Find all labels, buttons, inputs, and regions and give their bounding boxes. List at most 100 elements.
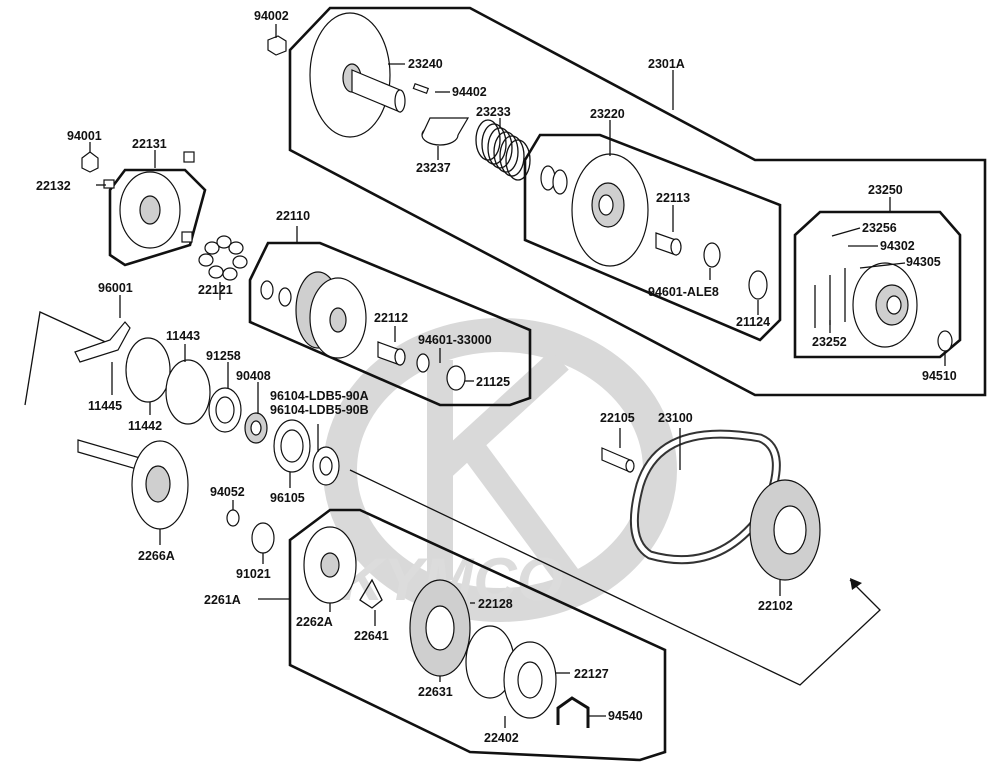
nut-94052 <box>226 509 240 527</box>
parts <box>74 12 953 728</box>
slider-top <box>183 151 195 163</box>
label-94601-33000: 94601-33000 <box>418 333 492 347</box>
slider-22132 <box>103 179 115 189</box>
ramp-plate-hub <box>139 195 161 225</box>
label-94305: 94305 <box>906 255 941 269</box>
shaft-guide-line <box>24 311 113 406</box>
label-94601-ALE8: 94601-ALE8 <box>648 285 719 299</box>
label-96105: 96105 <box>270 491 305 505</box>
nut-91021 <box>251 522 275 554</box>
label-21124: 21124 <box>736 315 770 329</box>
bushing-end <box>670 238 682 256</box>
washer-a <box>260 280 274 300</box>
nut-94002 <box>267 35 287 56</box>
bearing-96104-bore <box>319 456 333 476</box>
rollers-22121 <box>198 235 248 281</box>
gasket-11443 <box>165 359 211 425</box>
label-23233: 23233 <box>476 105 511 119</box>
label-96104-LDB5-90A: 96104-LDB5-90A <box>270 389 369 403</box>
circlip-b <box>552 169 568 195</box>
group-2261A <box>288 508 667 762</box>
bearing-90408-bore <box>250 420 262 436</box>
label-22105: 22105 <box>600 411 635 425</box>
spring-22641 <box>359 578 383 609</box>
label-23252: 23252 <box>812 335 847 349</box>
oring-21125 <box>446 365 466 391</box>
label-23237: 23237 <box>416 161 451 175</box>
clutch-housing-hub <box>145 465 171 503</box>
label-22132: 22132 <box>36 179 71 193</box>
pin-94402 <box>412 82 430 94</box>
label-11443: 11443 <box>166 329 200 343</box>
label-23240: 23240 <box>408 57 443 71</box>
label-21125: 21125 <box>476 375 510 389</box>
clutch-cover-bore <box>886 295 902 315</box>
label-94510: 94510 <box>922 369 957 383</box>
plate-22127-inner <box>517 661 543 699</box>
group-2301A <box>288 6 987 397</box>
nut-94001 <box>81 151 99 173</box>
label-90408: 90408 <box>236 369 271 383</box>
label-11442: 11442 <box>128 419 162 433</box>
circlip-94510 <box>937 330 953 352</box>
label-22127: 22127 <box>574 667 609 681</box>
leader-lines <box>89 24 946 728</box>
bracket-96001 <box>74 321 131 363</box>
movable-face-bore <box>598 194 614 216</box>
label-22112: 22112 <box>374 311 408 325</box>
label-22128: 22128 <box>478 597 513 611</box>
cover-11442 <box>125 337 171 403</box>
label-91258: 91258 <box>206 349 241 363</box>
collar-22112-end <box>394 348 406 366</box>
label-23250: 23250 <box>868 183 903 197</box>
label-23100: 23100 <box>658 411 693 425</box>
label-96104-LDB5-90B: 96104-LDB5-90B <box>270 403 369 417</box>
group-22131 <box>108 168 207 267</box>
washer-b <box>278 287 292 307</box>
group-22110 <box>248 241 532 407</box>
label-94002: 94002 <box>254 9 289 23</box>
driven-shaft-end <box>394 89 406 113</box>
fan-22102-hub <box>773 505 807 555</box>
label-23256: 23256 <box>862 221 897 235</box>
label-22641: 22641 <box>354 629 389 643</box>
label-23220: 23220 <box>590 107 625 121</box>
label-91021: 91021 <box>236 567 271 581</box>
label-2301A: 2301A <box>648 57 685 71</box>
label-94402: 94402 <box>452 85 487 99</box>
group-23250 <box>793 210 962 359</box>
label-94540: 94540 <box>608 709 643 723</box>
label-22110: 22110 <box>276 209 310 223</box>
collar-body <box>421 117 470 136</box>
oring-21124 <box>748 270 768 300</box>
guide-arrow <box>850 578 862 590</box>
clip-94540 <box>556 696 590 728</box>
clutch-shoes-22631-center <box>425 605 455 651</box>
spring-23233 <box>475 119 531 181</box>
bearing-96105-inner <box>280 429 304 463</box>
label-22102: 22102 <box>758 599 793 613</box>
label-2262A: 2262A <box>296 615 333 629</box>
plate-2262A-hub <box>320 552 340 578</box>
part-labels: 94002 23240 2301A 94402 23233 23237 2322… <box>36 9 957 745</box>
label-2261A: 2261A <box>204 593 241 607</box>
drive-face-hub <box>329 307 347 333</box>
label-22121: 22121 <box>198 283 233 297</box>
label-2266A: 2266A <box>138 549 175 563</box>
belt-guide-line <box>349 469 881 686</box>
group-outlines <box>24 6 987 762</box>
drive-shaft <box>77 439 141 471</box>
label-22402: 22402 <box>484 731 519 745</box>
label-94001: 94001 <box>67 129 102 143</box>
slider-bottom <box>181 231 193 243</box>
label-22631: 22631 <box>418 685 453 699</box>
seal-91258-inner <box>215 396 235 424</box>
collar-22105-end <box>625 459 635 473</box>
oring-94601-ALE8 <box>703 242 721 268</box>
label-22131: 22131 <box>132 137 167 151</box>
label-94302: 94302 <box>880 239 915 253</box>
label-94052: 94052 <box>210 485 245 499</box>
oring-94601-33000 <box>416 353 430 373</box>
